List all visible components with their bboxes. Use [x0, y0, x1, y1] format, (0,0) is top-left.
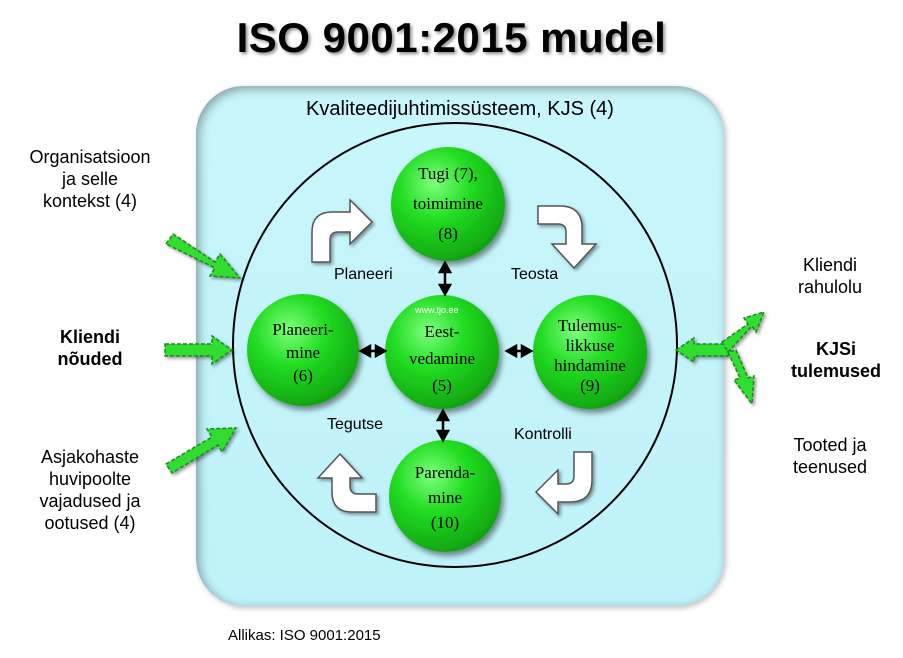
process-circle — [232, 122, 678, 568]
do-arrow — [537, 205, 598, 270]
node-improvement-line: mine — [428, 488, 462, 507]
node-planning — [247, 294, 359, 406]
input-context: Organisatsioon ja selle kontekst (4) — [10, 146, 170, 212]
output-satisfaction: Kliendi rahulolu — [770, 254, 890, 298]
input-arrow-parties — [164, 427, 238, 475]
input-arrow-requirements — [164, 334, 234, 366]
node-evaluation-line: likkuse — [565, 336, 615, 355]
input-parties-line: Asjakohaste — [40, 447, 140, 467]
check-label: Kontrolli — [514, 426, 572, 443]
output-results: KJSi tulemused — [776, 338, 896, 382]
node-leadership-line: Eest- — [424, 322, 460, 341]
node-improvement-label: Parenda- mine (10) — [395, 460, 495, 535]
output-products-line: Tooted ja — [793, 435, 867, 455]
diagram-title: ISO 9001:2015 mudel — [236, 14, 667, 61]
plan-arrow — [311, 198, 374, 263]
output-arrow-up — [720, 310, 766, 354]
input-context-line: Organisatsioon — [29, 147, 151, 167]
output-products-line: teenused — [792, 457, 868, 477]
node-evaluation-label: Tulemus- likkuse hindamine (9) — [538, 316, 642, 396]
input-arrow-context — [164, 232, 242, 279]
output-satisfaction-line: Kliendi — [802, 255, 858, 275]
node-support-label: Tugi (7), toimimine (8) — [398, 162, 498, 246]
node-leadership-line: vedamine — [408, 349, 476, 368]
qms-label: Kvaliteedijuhtimissüsteem, KJS (4) — [306, 98, 614, 120]
output-satisfaction-line: rahulolu — [797, 277, 863, 297]
node-support-line: Tugi (7), — [418, 164, 478, 183]
node-improvement-line: (10) — [430, 513, 460, 532]
check-arrow — [534, 451, 593, 516]
node-support — [391, 147, 505, 261]
node-evaluation-line: Tulemus- — [557, 316, 623, 335]
input-requirements-line: Kliendi — [59, 327, 120, 347]
input-parties-line: vajadused ja — [39, 491, 141, 511]
node-support-line: (8) — [438, 224, 458, 243]
do-label: Teosta — [511, 266, 559, 283]
output-products: Tooted ja teenused — [770, 434, 890, 478]
input-requirements: Kliendi nõuded — [20, 326, 160, 370]
input-parties-line: huvipoolte — [48, 469, 132, 489]
plan-label: Planeeri — [334, 266, 393, 283]
input-context-line: ja selle — [61, 169, 119, 189]
output-arrow-down — [726, 349, 755, 407]
input-requirements-line: nõuded — [57, 349, 123, 369]
node-planning-label: Planeeri- mine (6) — [253, 318, 353, 387]
node-evaluation-line: (9) — [580, 376, 600, 395]
output-results-line: tulemused — [790, 361, 882, 381]
node-improvement-line: Parenda- — [414, 463, 476, 482]
input-parties-line: ootused (4) — [44, 513, 136, 533]
act-label: Tegutse — [327, 416, 384, 433]
node-leadership-label: Eest- vedamine (5) — [392, 318, 492, 399]
watermark: www.tjo.ee — [415, 305, 459, 315]
node-planning-line: (6) — [293, 366, 313, 385]
act-arrow — [316, 452, 377, 513]
node-evaluation-line: hindamine — [554, 356, 626, 375]
output-results-line: KJSi — [815, 339, 857, 359]
node-planning-line: Planeeri- — [272, 320, 334, 339]
input-context-line: kontekst (4) — [42, 191, 138, 211]
input-interested-parties: Asjakohaste huvipoolte vajadused ja ootu… — [10, 446, 170, 534]
node-leadership — [385, 295, 499, 409]
node-improvement — [389, 440, 501, 552]
node-planning-line: mine — [286, 343, 320, 362]
output-arrow-stem — [674, 336, 729, 364]
node-leadership-line: (5) — [432, 376, 452, 395]
source-note: Allikas: ISO 9001:2015 — [228, 627, 381, 644]
node-evaluation — [533, 295, 647, 409]
node-support-line: toimimine — [413, 194, 483, 213]
